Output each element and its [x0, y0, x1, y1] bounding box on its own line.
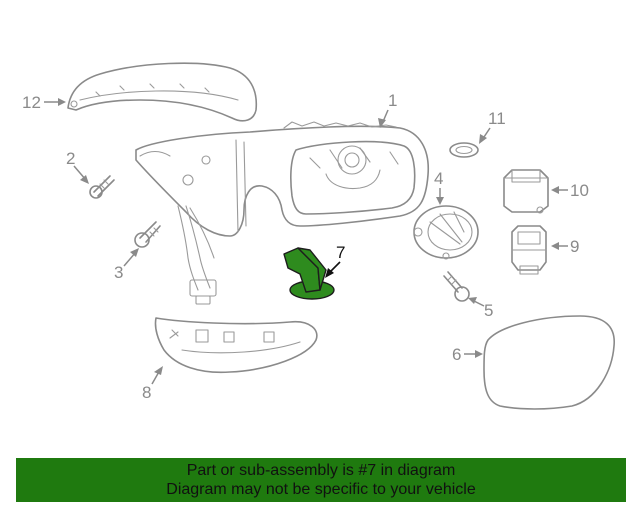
callout-5: 5: [468, 297, 493, 320]
callout-10: 10: [551, 181, 589, 200]
callout-4-label: 4: [434, 169, 443, 188]
wiring-harness: [177, 205, 217, 305]
banner-line-1: Part or sub-assembly is #7 in diagram: [186, 462, 456, 479]
callout-1: 1: [378, 91, 397, 128]
callout-9: 9: [551, 237, 579, 256]
part-12-mirror-cover: [67, 62, 258, 122]
part-1-mirror-housing: [135, 121, 430, 237]
part-3-bolt: [134, 221, 161, 248]
callout-6: 6: [452, 345, 483, 364]
part-9-connector: [511, 225, 547, 275]
part-11-grommet: [449, 142, 479, 158]
callout-7: 7: [325, 243, 345, 278]
part-7-highlighted-bracket: [283, 247, 335, 300]
callout-2-label: 2: [66, 149, 75, 168]
callout-4: 4: [434, 169, 444, 205]
part-6-mirror-glass: [483, 315, 615, 410]
banner-line-2: Diagram may not be specific to your vehi…: [166, 481, 476, 498]
parts-diagram: 12 1 2: [22, 62, 615, 410]
callout-11-label: 11: [488, 109, 506, 128]
callout-6-label: 6: [452, 345, 461, 364]
callout-3-label: 3: [114, 263, 123, 282]
callout-11: 11: [479, 109, 506, 144]
part-10-module: [503, 169, 549, 214]
callout-12: 12: [22, 93, 66, 112]
callout-9-label: 9: [570, 237, 579, 256]
info-banner: Part or sub-assembly is #7 in diagram Di…: [16, 458, 626, 502]
part-8-turn-signal: [154, 317, 318, 374]
part-2-screw: [89, 175, 115, 199]
callout-10-label: 10: [570, 181, 589, 200]
callout-2: 2: [66, 149, 89, 184]
callout-12-label: 12: [22, 93, 41, 112]
callout-5-label: 5: [484, 301, 493, 320]
callout-8-label: 8: [142, 383, 151, 402]
callout-7-label: 7: [336, 243, 345, 262]
callout-1-label: 1: [388, 91, 397, 110]
part-5-screw: [443, 271, 470, 302]
callout-8: 8: [142, 366, 163, 402]
callout-3: 3: [114, 248, 139, 282]
part-4-actuator: [413, 205, 479, 260]
